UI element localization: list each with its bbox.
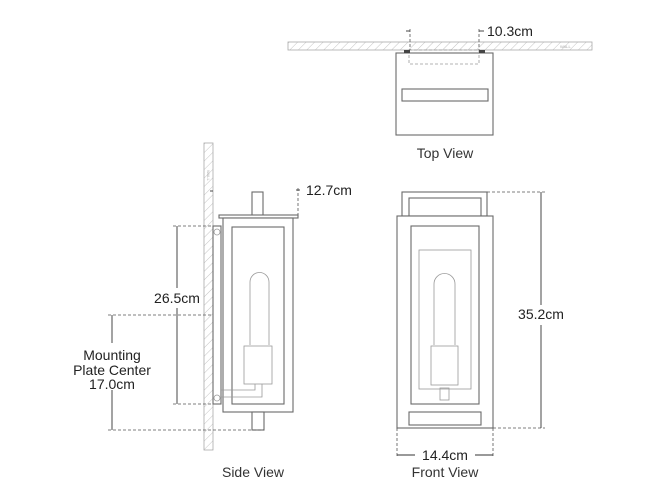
top-stem <box>251 191 264 217</box>
top-view: WALL 10.3cm Top View <box>287 23 593 161</box>
mount-label-2: Plate Center <box>73 362 151 378</box>
height-dim: 35.2cm <box>518 306 564 322</box>
top-view-label: Top View <box>417 145 474 161</box>
wall-top <box>287 41 593 51</box>
bulb-front <box>433 273 456 345</box>
top-slot <box>401 88 489 102</box>
bottom-cap <box>408 411 482 426</box>
bulb <box>249 272 270 345</box>
side-view: WALL 12.7cm 26.5cm Mounting Plate Center… <box>73 142 352 480</box>
wall-label: WALL <box>560 44 572 49</box>
side-view-label: Side View <box>222 464 285 480</box>
screw-icon <box>213 394 221 402</box>
glass-panel <box>418 249 472 390</box>
mount-label-1: Mounting <box>83 347 141 363</box>
wall-label: WALL <box>206 170 211 182</box>
mount-center-dim: 17.0cm <box>89 376 135 392</box>
socket <box>243 345 273 385</box>
bracket <box>479 50 485 53</box>
plate-height-dim: 26.5cm <box>154 290 200 306</box>
front-view: 35.2cm 14.4cm Front View <box>396 191 564 480</box>
bracket <box>404 50 410 53</box>
backplate-top <box>408 49 480 65</box>
top-width-dim: 10.3cm <box>487 23 533 39</box>
screw-icon <box>213 228 221 236</box>
lantern-glass <box>231 226 285 405</box>
width-dim: 14.4cm <box>422 447 468 463</box>
bottom-stem <box>251 411 265 431</box>
lantern-frame <box>410 225 480 405</box>
mounting-plate <box>212 225 222 405</box>
depth-dim: 12.7cm <box>306 182 352 198</box>
front-view-label: Front View <box>412 464 480 480</box>
socket-front <box>430 345 459 386</box>
